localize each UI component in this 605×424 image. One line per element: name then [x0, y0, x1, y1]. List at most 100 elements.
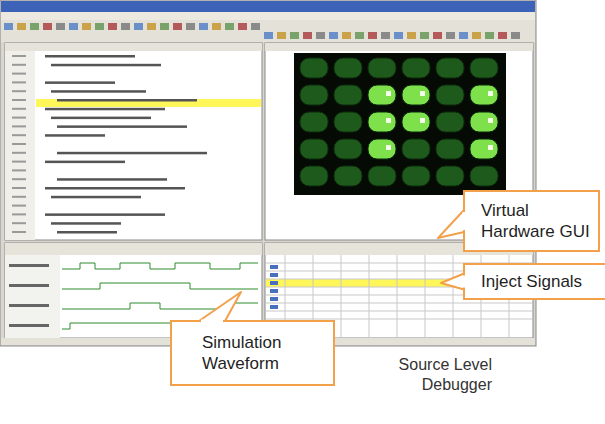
toolbar-icon — [199, 23, 208, 30]
line-number — [12, 55, 26, 57]
row-icon — [270, 305, 278, 309]
row-icon — [270, 281, 278, 285]
led-glint — [488, 91, 493, 96]
toolbar-icon — [95, 23, 104, 30]
led-segment — [402, 85, 430, 105]
toolbar-icons — [4, 23, 520, 39]
led-segment — [300, 58, 328, 78]
toolbar-icon — [56, 23, 65, 30]
line-number — [12, 222, 26, 224]
toolbar-icon — [394, 32, 403, 39]
table-col-line — [453, 255, 454, 337]
line-number — [12, 213, 26, 215]
callout-pointer — [441, 274, 464, 290]
led-segment — [300, 166, 328, 186]
toolbar-icon — [82, 23, 91, 30]
led-segment — [402, 112, 430, 132]
led-segment — [334, 139, 362, 159]
code-line — [57, 152, 207, 155]
toolbar-icon — [446, 32, 455, 39]
led-segment — [368, 58, 396, 78]
line-number — [12, 90, 26, 92]
led-segment — [368, 166, 396, 186]
line-number — [12, 205, 26, 207]
code-line — [45, 187, 185, 190]
callout-box: Inject Signals — [463, 263, 605, 300]
led-segment — [334, 166, 362, 186]
led-segment — [368, 139, 396, 159]
toolbar-icon — [69, 23, 78, 30]
code-line — [45, 134, 105, 137]
callout-box: Virtual Hardware GUI — [463, 190, 600, 252]
toolbar-icon — [485, 32, 494, 39]
toolbar-icon — [420, 32, 429, 39]
callout-text: Virtual Hardware GUI — [481, 200, 590, 242]
toolbar-icon — [186, 23, 195, 30]
toolbar-icon — [225, 23, 234, 30]
led-segment — [300, 139, 328, 159]
row-icon — [270, 265, 278, 269]
caption: Source Level Debugger — [376, 355, 492, 395]
line-number — [12, 152, 26, 154]
code-line — [51, 117, 151, 120]
code-line — [57, 99, 197, 102]
code-line — [51, 90, 146, 93]
table-col-line — [369, 255, 370, 337]
line-number — [12, 143, 26, 145]
toolbar-icon — [303, 32, 312, 39]
toolbar-icon — [251, 23, 260, 30]
toolbar-icon — [511, 32, 520, 39]
toolbar-icon — [329, 32, 338, 39]
line-number — [12, 99, 26, 101]
led-segment — [334, 85, 362, 105]
toolbar-icon — [459, 32, 468, 39]
table-row-line — [266, 303, 532, 304]
toolbar-icon — [355, 32, 364, 39]
table-row-line — [266, 311, 532, 312]
led-segment — [334, 58, 362, 78]
led-segment — [368, 112, 396, 132]
led-glint — [386, 145, 391, 150]
led-segment — [470, 139, 498, 159]
toolbar-icon — [43, 23, 52, 30]
line-number — [12, 169, 26, 171]
code-line — [57, 231, 117, 234]
line-number — [12, 73, 26, 75]
toolbar-icon — [238, 23, 247, 30]
callout-text: Inject Signals — [481, 271, 597, 292]
code-line — [51, 222, 121, 225]
signal-name-bar — [9, 264, 49, 267]
toolbar-icon — [433, 32, 442, 39]
led-glint — [386, 118, 391, 123]
code-line — [57, 125, 187, 128]
line-number — [12, 178, 26, 180]
toolbar-icon — [290, 32, 299, 39]
toolbar-icon — [134, 23, 143, 30]
line-number — [12, 108, 26, 110]
row-icon — [270, 297, 278, 301]
led-glint — [488, 145, 493, 150]
wave-trace — [62, 283, 258, 289]
toolbar-icon — [4, 23, 13, 30]
signal-name-bar — [9, 304, 49, 307]
led-segment — [402, 58, 430, 78]
table-col-line — [397, 255, 398, 337]
code-line — [45, 81, 115, 84]
led-segment — [402, 166, 430, 186]
code-line — [45, 55, 135, 58]
code-line — [45, 213, 165, 216]
led-segment — [368, 85, 396, 105]
toolbar-icon — [212, 23, 221, 30]
led-segment — [470, 112, 498, 132]
code-line — [45, 161, 125, 164]
toolbar-icon — [472, 32, 481, 39]
led-segment — [436, 139, 464, 159]
led-segment — [334, 112, 362, 132]
callout-box: Simulation Waveform — [170, 320, 335, 386]
code-line — [51, 64, 161, 67]
wave-trace — [62, 263, 258, 269]
callout-text: Simulation Waveform — [202, 332, 323, 374]
code-line — [57, 178, 167, 181]
toolbar-icon — [17, 23, 26, 30]
